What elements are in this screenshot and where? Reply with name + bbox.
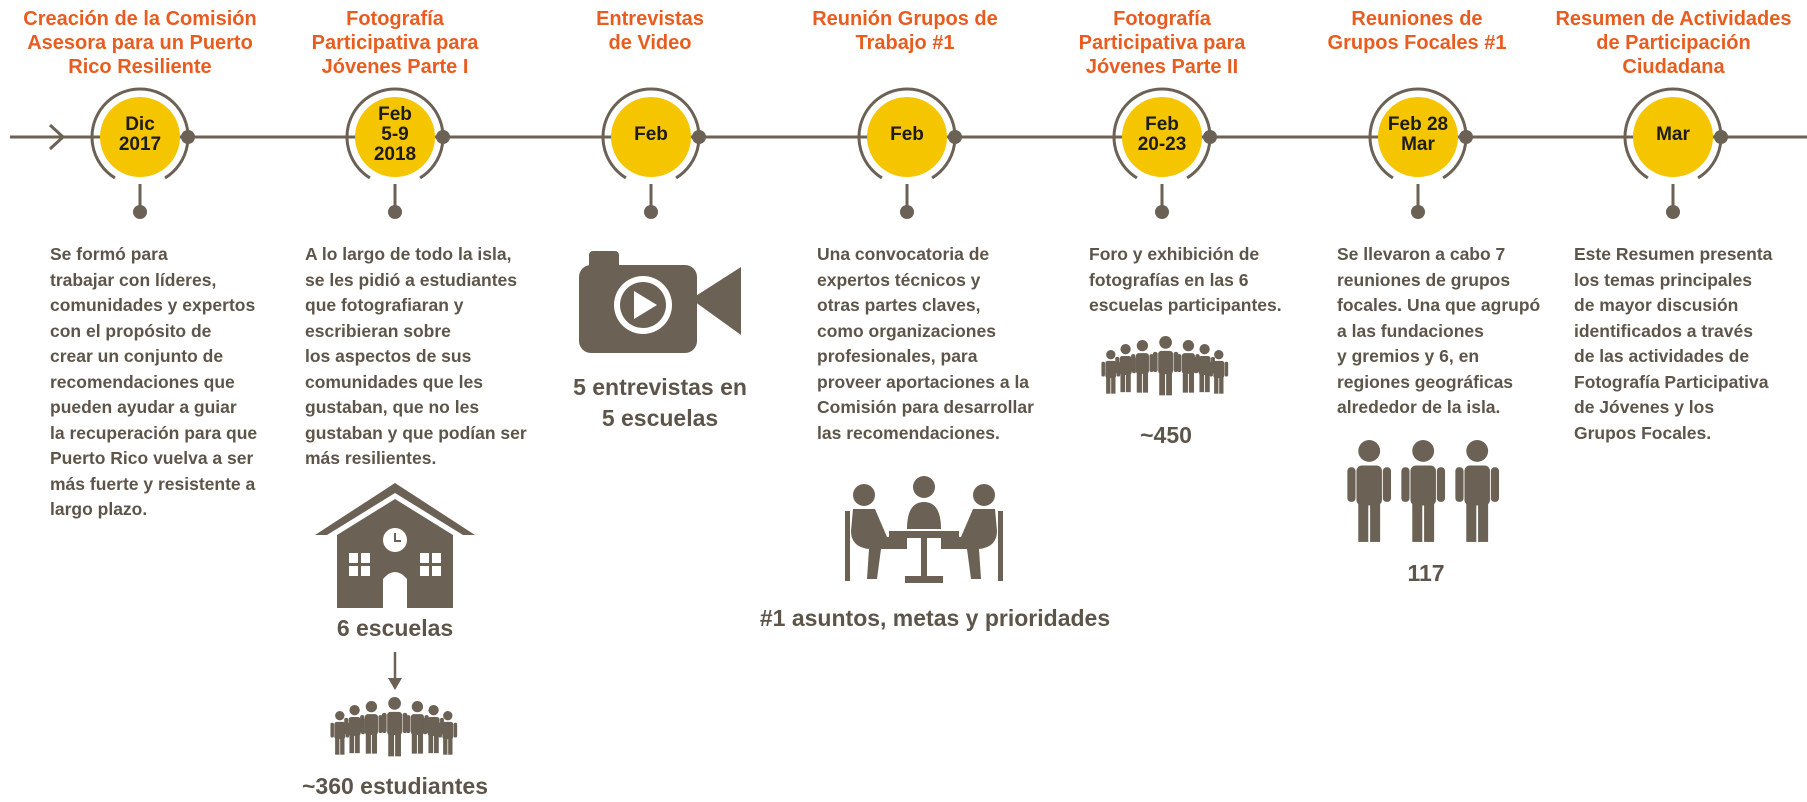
crowd-icon [330, 697, 458, 757]
node-end-dot [388, 205, 402, 219]
person-figure [1347, 440, 1392, 542]
person-figure [381, 697, 408, 757]
node-dot [181, 130, 195, 144]
event-title: Resumen de Actividades de Participación … [1555, 8, 1792, 78]
node-end-dot [133, 205, 147, 219]
event-description: Se llevaron a cabo 7 reuniones de grupos… [1337, 244, 1541, 417]
person-figure [360, 701, 383, 754]
person-figure [1209, 350, 1229, 394]
event-description: Se formó para trabajar con líderes, comu… [50, 244, 258, 519]
node-circle [100, 97, 180, 177]
event-date: Dic 2017 [118, 114, 162, 155]
meeting-table-icon [845, 476, 1003, 583]
node-dot [1714, 130, 1728, 144]
person-figure [1101, 350, 1121, 394]
crowd-icon [1101, 336, 1229, 396]
event-date: Feb [634, 124, 668, 145]
timeline-start-arrow-icon [48, 123, 66, 151]
node-end-dot [644, 205, 658, 219]
node-dot [1459, 130, 1473, 144]
event-description: Este Resumen presenta los temas principa… [1574, 244, 1773, 443]
node-ring [857, 87, 957, 180]
node-ring [1368, 87, 1468, 180]
node-circle [611, 97, 691, 177]
node-ring [1112, 87, 1212, 180]
person-figure [1401, 440, 1446, 542]
stat-schools: 6 escuelas [336, 615, 454, 641]
node-end-dot [1666, 205, 1680, 219]
stat-attendees: ~450 [1140, 422, 1192, 448]
stat-interviews: 5 entrevistas en 5 escuelas [573, 374, 747, 431]
person-figure [1455, 440, 1500, 542]
node-circle [355, 97, 435, 177]
node-dot [436, 130, 450, 144]
node-ring [345, 87, 445, 180]
timeline-graphic [10, 87, 1807, 219]
node-ring [1623, 87, 1723, 180]
person-figure [1131, 340, 1154, 393]
event-title: Fotografía Participativa para Jóvenes Pa… [1078, 8, 1246, 78]
node-ring [601, 87, 701, 180]
node-dot [692, 130, 706, 144]
three-people-icon [1347, 440, 1500, 542]
school-icon [315, 483, 475, 608]
event-date: Mar [1656, 124, 1690, 145]
person-figure [1152, 336, 1179, 396]
node-end-dot [900, 205, 914, 219]
stat-participants: 117 [1407, 560, 1445, 586]
event-date: Feb 5-9 2018 [373, 104, 417, 165]
video-camera-icon [579, 251, 741, 353]
stat-students: ~360 estudiantes [301, 773, 488, 799]
node-dot [948, 130, 962, 144]
event-description: Foro y exhibición de fotografías en las … [1089, 244, 1282, 315]
event-title: Reuniones de Grupos Focales #1 [1327, 8, 1507, 54]
event-description: A lo largo de todo la isla, se les pidió… [305, 244, 527, 468]
event-title: Entrevistas de Video [596, 8, 704, 54]
event-title: Fotografía Participativa para Jóvenes Pa… [311, 8, 479, 78]
node-circle [1633, 97, 1713, 177]
stat-meeting: #1 asuntos, metas y prioridades [759, 605, 1111, 631]
node-ring [90, 87, 190, 180]
node-end-dot [1155, 205, 1169, 219]
event-description: Una convocatoria de expertos técnicos y … [817, 244, 1034, 443]
event-title: Reunión Grupos de Trabajo #1 [812, 8, 998, 54]
node-end-dot [1411, 205, 1425, 219]
arrow-down-icon [388, 652, 402, 690]
event-date: Feb [890, 124, 924, 145]
person-figure [344, 705, 365, 754]
node-circle [1122, 97, 1202, 177]
event-title: Creación de la Comisión Asesora para un … [23, 8, 257, 78]
event-date: Feb 20-23 [1137, 114, 1187, 155]
person-figure [438, 711, 458, 755]
node-circle [1378, 97, 1458, 177]
node-dot [1203, 130, 1217, 144]
event-date: Feb 28 Mar [1387, 114, 1449, 155]
node-circle [867, 97, 947, 177]
